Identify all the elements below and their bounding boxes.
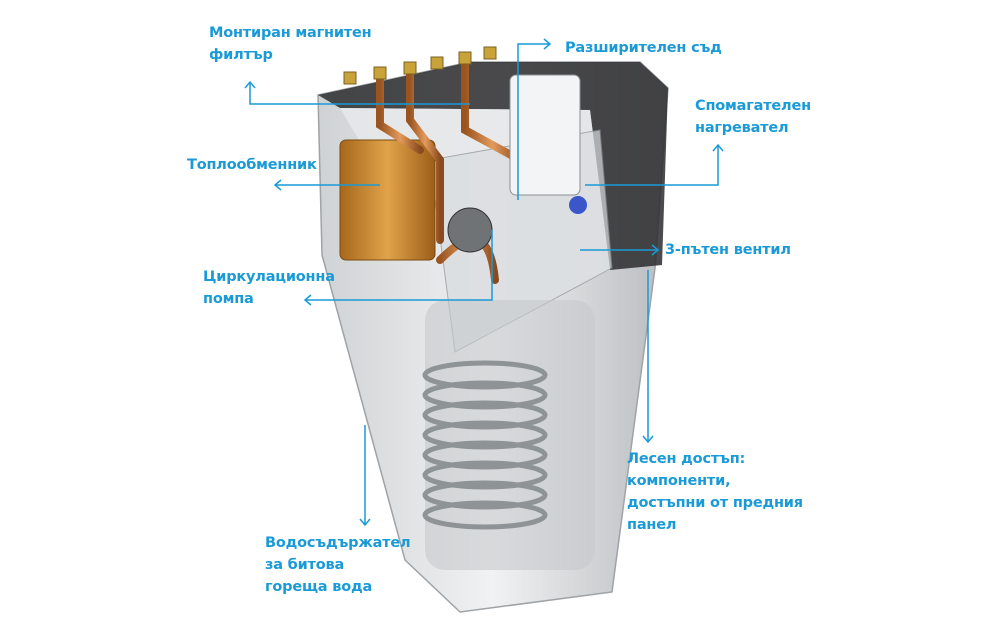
callout-lines	[244, 38, 724, 527]
pipe-fittings	[343, 46, 497, 85]
label-magnetic-filter: Монтиран магнитен филтър	[209, 25, 372, 63]
expansion-vessel	[509, 74, 581, 196]
label-three-way-valve: 3-пътен вентил	[665, 242, 791, 258]
label-heat-exchanger: Топлообменник	[187, 157, 317, 173]
heat-exchanger	[339, 139, 436, 261]
heater-indicator	[569, 196, 587, 214]
water-tank	[425, 300, 595, 570]
label-backup-heater: Спомагателен нагревател	[695, 98, 811, 136]
label-easy-access: Лесен достъп: компоненти, достъпни от пр…	[627, 451, 803, 533]
pump	[447, 207, 493, 253]
label-expansion-vessel: Разширителен съд	[565, 40, 722, 56]
label-circulation-pump: Циркулационна помпа	[203, 269, 335, 307]
copper-pipes	[346, 51, 524, 284]
tank-coil	[422, 360, 548, 530]
label-water-tank: Водосъдържател за битова гореща вода	[265, 535, 411, 595]
